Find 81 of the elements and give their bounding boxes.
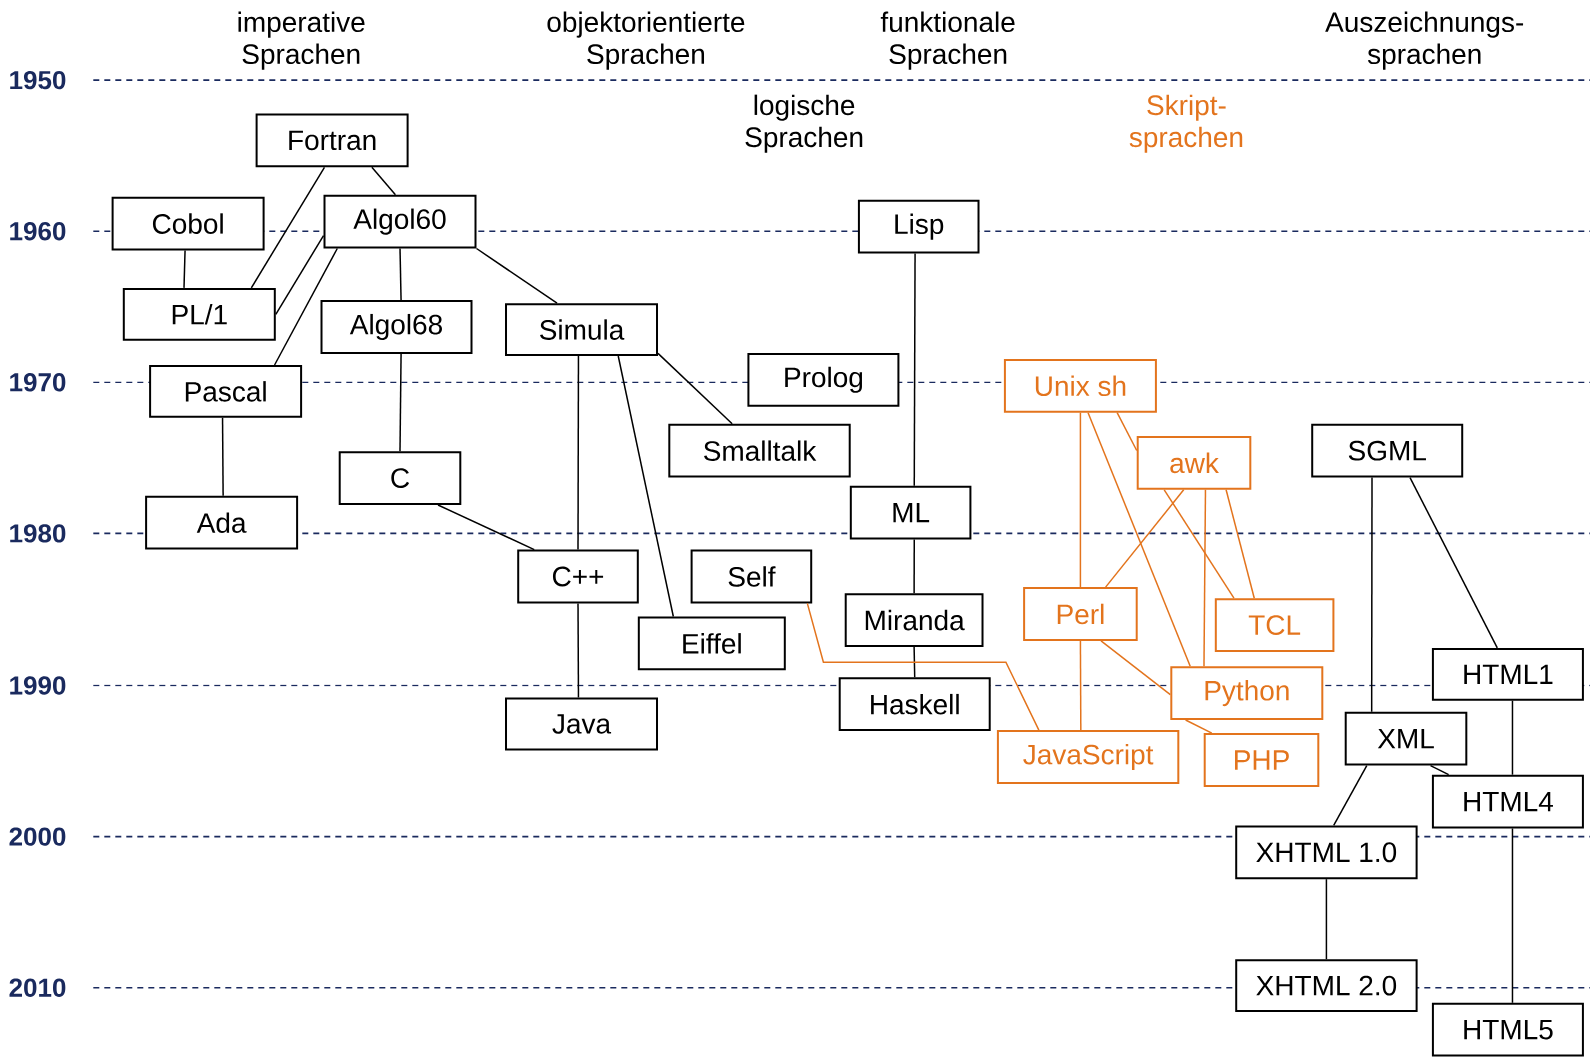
connector-line: [1087, 411, 1191, 667]
connector-line: [913, 538, 915, 594]
language-box: Pascal: [149, 365, 303, 418]
connector-line: [1104, 489, 1185, 588]
connector-line: [475, 247, 558, 304]
connector-line: [1184, 719, 1213, 734]
language-box: Haskell: [838, 677, 991, 732]
connector-line: [1163, 489, 1235, 599]
language-box: Algol68: [320, 300, 473, 354]
connector-line: [806, 602, 1040, 731]
connector-line: [1225, 489, 1256, 599]
column-heading: logische Sprachen: [745, 94, 863, 153]
language-box: XML: [1344, 711, 1468, 766]
connector-line: [577, 355, 580, 551]
language-box: Perl: [1023, 587, 1138, 641]
connector-line: [1079, 411, 1082, 588]
connector-line: [913, 646, 916, 679]
connector-line: [1370, 476, 1373, 713]
year-label: 1990: [10, 676, 66, 695]
column-heading: Skript- sprachen: [1129, 94, 1243, 153]
connector-line: [399, 353, 402, 452]
language-box: Simula: [505, 303, 658, 356]
connector-line: [250, 166, 326, 289]
connector-line: [1079, 640, 1082, 731]
language-box: XHTML 2.0: [1235, 959, 1418, 1012]
language-box: SGML: [1311, 423, 1464, 478]
column-heading: objektorientierte Sprachen: [547, 11, 745, 70]
year-label: 2010: [9, 978, 66, 997]
year-label: 1970: [10, 373, 66, 392]
language-box: awk: [1136, 436, 1252, 490]
column-heading: funktionale Sprachen: [880, 11, 1015, 70]
connector-line: [273, 247, 339, 366]
connector-line: [183, 249, 186, 289]
language-box: Cobol: [111, 196, 265, 251]
connector-line: [221, 417, 224, 497]
connector-line: [1409, 476, 1499, 649]
connector-line: [1429, 764, 1450, 776]
language-box: Java: [505, 697, 658, 751]
connector-line: [1325, 878, 1328, 960]
year-label: 1950: [10, 70, 66, 90]
language-box: C++: [517, 549, 639, 604]
year-label: 2000: [9, 827, 66, 846]
language-box: Prolog: [747, 352, 900, 407]
column-heading: Auszeichnungs- sprachen: [1325, 11, 1524, 70]
language-box: Eiffel: [637, 616, 786, 671]
connector-line: [913, 252, 916, 487]
connector-line: [617, 355, 675, 618]
connector-line: [371, 166, 397, 196]
language-box: Algol60: [323, 194, 477, 249]
language-box: XHTML 1.0: [1235, 825, 1418, 880]
connector-line: [399, 247, 402, 301]
year-label: 1980: [10, 524, 66, 543]
connector-line: [1332, 764, 1368, 827]
connector-line: [275, 234, 325, 316]
language-box: PL/1: [122, 287, 276, 341]
connector-line: [1116, 411, 1138, 452]
language-box: Miranda: [844, 593, 984, 647]
language-box: Unix sh: [1003, 358, 1157, 413]
connector-line: [437, 504, 535, 551]
language-box: HTML4: [1431, 774, 1584, 829]
language-box: ML: [849, 485, 972, 540]
language-box: PHP: [1203, 733, 1320, 787]
connector-line: [1100, 640, 1172, 696]
language-box: HTML1: [1431, 647, 1584, 701]
language-box: JavaScript: [996, 730, 1180, 784]
language-box: Self: [690, 549, 813, 604]
language-box: HTML5: [1431, 1002, 1584, 1057]
language-box: Smalltalk: [668, 423, 851, 478]
connector-line: [577, 602, 580, 699]
connector-line: [657, 352, 733, 425]
connector-line: [1511, 827, 1514, 1004]
language-box: C: [338, 451, 462, 505]
connector-line: [1511, 699, 1514, 776]
year-label: 1960: [10, 222, 66, 241]
connector-line: [1203, 489, 1207, 667]
column-heading: imperative Sprachen: [238, 11, 365, 70]
language-box: Fortran: [255, 113, 409, 168]
language-box: Lisp: [857, 199, 980, 254]
language-box: TCL: [1214, 598, 1335, 652]
language-box: Python: [1170, 666, 1324, 720]
language-box: Ada: [145, 495, 299, 550]
